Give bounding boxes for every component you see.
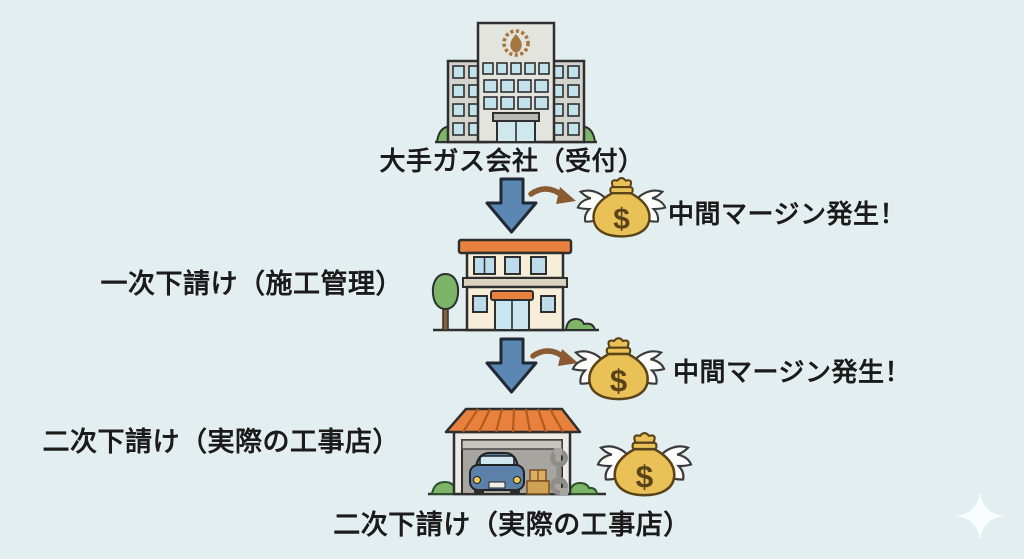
svg-text:$: $ (613, 203, 630, 236)
margin-note-2: 中間マージン発生！ (673, 357, 911, 387)
svg-text:$: $ (610, 363, 627, 398)
second-subcontractor-label: 二次下請け（実際の工事店） (42, 427, 400, 457)
margin-note-1: 中間マージン発生！ (668, 199, 906, 229)
curved-arrow-icon (530, 343, 582, 379)
footer-caption: 二次下請け（実際の工事店） (333, 510, 691, 540)
first-subcontractor-label: 一次下請け（施工管理） (100, 269, 403, 299)
two-story-office-icon (427, 234, 605, 334)
garage-icon (424, 396, 610, 506)
down-arrow-icon (483, 177, 540, 235)
winged-money-bag-icon: $ (575, 175, 668, 242)
winged-money-bag-icon: $ (570, 335, 667, 405)
svg-text:$: $ (636, 458, 654, 494)
winged-money-bag-icon: $ (595, 429, 694, 502)
sparkle-icon (956, 492, 1004, 540)
gas-company-label: 大手ガス会社（受付） (379, 146, 645, 176)
office-building-icon (421, 13, 611, 146)
curved-arrow-icon (528, 181, 580, 217)
down-arrow-icon (483, 337, 540, 395)
